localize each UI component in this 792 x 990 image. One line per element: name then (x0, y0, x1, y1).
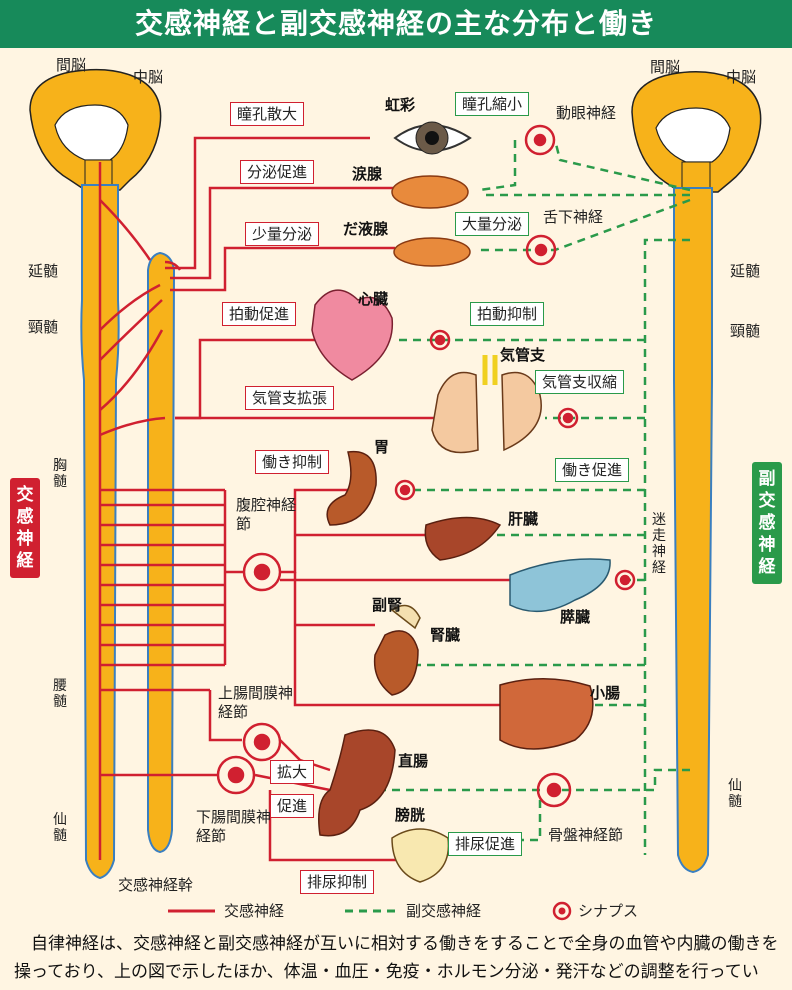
urination-promotion-effect: 排尿促進 (448, 832, 522, 856)
heart-label: 心臓 (358, 290, 388, 308)
left-lumbar-label: 腰髄 (51, 678, 69, 710)
rectum-label: 直腸 (398, 752, 428, 770)
rectum-dilation-effect: 拡大 (270, 760, 314, 784)
small-intestine-illustration (500, 679, 593, 749)
bladder-label: 膀胱 (395, 806, 425, 824)
salivary-gland-illustration (394, 238, 470, 266)
celiac-ganglion-label: 腹腔神経節 (236, 496, 296, 534)
bladder-illustration (392, 829, 448, 882)
bronchoconstriction-effect: 気管支収縮 (535, 370, 624, 394)
left-cervical-label: 頸髄 (28, 318, 58, 336)
liver-label: 肝臓 (508, 510, 538, 528)
left-brain (30, 70, 161, 190)
pupil-constriction-effect: 瞳孔縮小 (455, 92, 529, 116)
lacrimal-gland-illustration (392, 176, 468, 208)
legend-synapse: シナプス (578, 901, 638, 921)
eye-illustration (395, 122, 470, 154)
pancreas-label: 膵臓 (560, 608, 590, 626)
hypoglossal-nerve-label: 舌下神経 (543, 208, 603, 226)
right-brain (632, 72, 761, 192)
legend-parasympathetic: 副交感神経 (406, 901, 481, 921)
oculomotor-nerve-label: 動眼神経 (556, 104, 616, 122)
right-medulla-label: 延髄 (730, 262, 760, 280)
left-sacral-label: 仙髄 (51, 812, 69, 844)
stomach-illustration (327, 452, 376, 525)
digestion-promotion-effect: 働き促進 (555, 458, 629, 482)
small-intestine-label: 小腸 (590, 684, 620, 702)
pancreas-illustration (510, 559, 610, 611)
lungs-illustration (432, 355, 541, 453)
sympathetic-trunk-label: 交感神経幹 (118, 876, 193, 894)
heart-rate-decrease-effect: 拍動抑制 (470, 302, 544, 326)
right-spinal-cord (674, 188, 712, 872)
stomach-label: 胃 (374, 438, 389, 456)
left-medulla-label: 延髄 (28, 262, 58, 280)
right-cervical-label: 頸髄 (730, 322, 760, 340)
large-secretion-effect: 大量分泌 (455, 212, 529, 236)
rectum-promotion-effect: 促進 (270, 794, 314, 818)
bronchodilation-effect: 気管支拡張 (245, 386, 334, 410)
liver-illustration (425, 518, 500, 561)
pupil-dilation-effect: 瞳孔散大 (230, 102, 304, 126)
parasympathetic-side-tag: 副交感神経 (752, 462, 782, 584)
adrenal-label: 副腎 (372, 596, 402, 614)
right-diencephalon-label: 間脳 (650, 58, 680, 76)
legend-sympathetic: 交感神経 (224, 901, 284, 921)
right-sacral-label: 仙髄 (726, 778, 744, 810)
bronchi-label: 気管支 (500, 346, 545, 364)
heart-rate-increase-effect: 拍動促進 (222, 302, 296, 326)
rectum-illustration (319, 730, 395, 836)
urination-inhibition-effect: 排尿抑制 (300, 870, 374, 894)
small-secretion-effect: 少量分泌 (245, 222, 319, 246)
iris-label: 虹彩 (385, 96, 415, 114)
salivary-gland-label: だ液腺 (343, 220, 388, 238)
left-diencephalon-label: 間脳 (56, 56, 86, 74)
digestion-inhibition-effect: 働き抑制 (255, 450, 329, 474)
right-midbrain-label: 中脳 (726, 68, 756, 86)
lacrimal-gland-label: 涙腺 (352, 165, 382, 183)
inferior-mesenteric-ganglion-label: 下腸間膜神経節 (196, 808, 276, 846)
kidney-label: 腎臓 (430, 626, 460, 644)
kidney-illustration (375, 606, 420, 696)
secretion-promotion-effect: 分泌促進 (240, 160, 314, 184)
pelvic-ganglion-label: 骨盤神経節 (548, 826, 623, 844)
left-thoracic-label: 胸髄 (51, 458, 69, 490)
vagus-nerve-label: 迷走神経 (650, 512, 668, 576)
left-midbrain-label: 中脳 (133, 68, 163, 86)
caption-text: 自律神経は、交感神経と副交感神経が互いに相対する働きをすることで全身の血管や内臓… (14, 930, 780, 990)
sympathetic-side-tag: 交感神経 (10, 478, 40, 578)
superior-mesenteric-ganglion-label: 上腸間膜神経節 (218, 684, 298, 722)
sympathetic-chain (148, 253, 174, 852)
